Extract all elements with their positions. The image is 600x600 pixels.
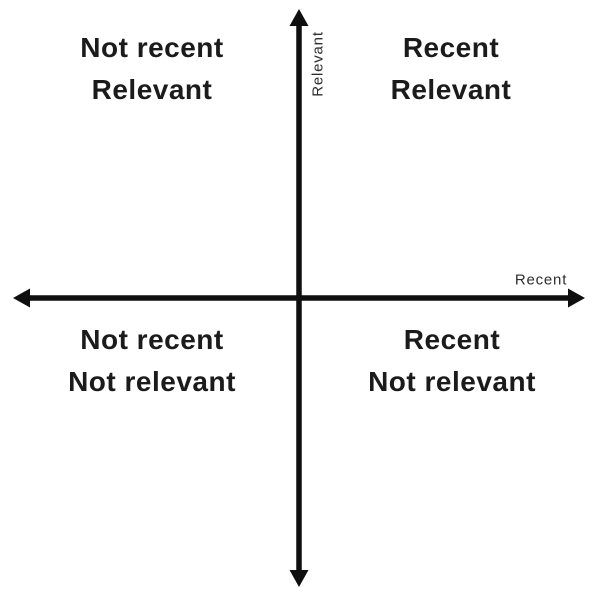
quadrant-bottom-right-line2: Not relevant bbox=[368, 366, 536, 397]
quadrant-label-top-left: Not recent Relevant bbox=[80, 27, 223, 111]
quadrant-bottom-left-line2: Not relevant bbox=[68, 366, 236, 397]
quadrant-label-bottom-right: Recent Not relevant bbox=[368, 319, 536, 403]
quadrant-top-left-line2: Relevant bbox=[91, 74, 213, 105]
x-axis-label: Recent bbox=[514, 271, 568, 289]
y-axis-bottom-arrowhead-icon bbox=[289, 570, 309, 587]
quadrant-top-right-line2: Relevant bbox=[390, 74, 512, 105]
quadrant-top-right-line1: Recent bbox=[402, 32, 500, 63]
quadrant-label-top-right: Recent Relevant bbox=[391, 27, 512, 111]
quadrant-bottom-left-line1: Not recent bbox=[80, 324, 224, 355]
quadrant-top-left-line1: Not recent bbox=[80, 32, 224, 63]
x-axis-right-arrowhead-icon bbox=[568, 288, 585, 308]
y-axis-top-arrowhead-icon bbox=[289, 9, 309, 26]
quadrant-bottom-right-line1: Recent bbox=[403, 324, 501, 355]
quadrant-label-bottom-left: Not recent Not relevant bbox=[68, 319, 236, 403]
x-axis-left-arrowhead-icon bbox=[13, 288, 30, 308]
y-axis-label: Relevant bbox=[309, 31, 327, 97]
